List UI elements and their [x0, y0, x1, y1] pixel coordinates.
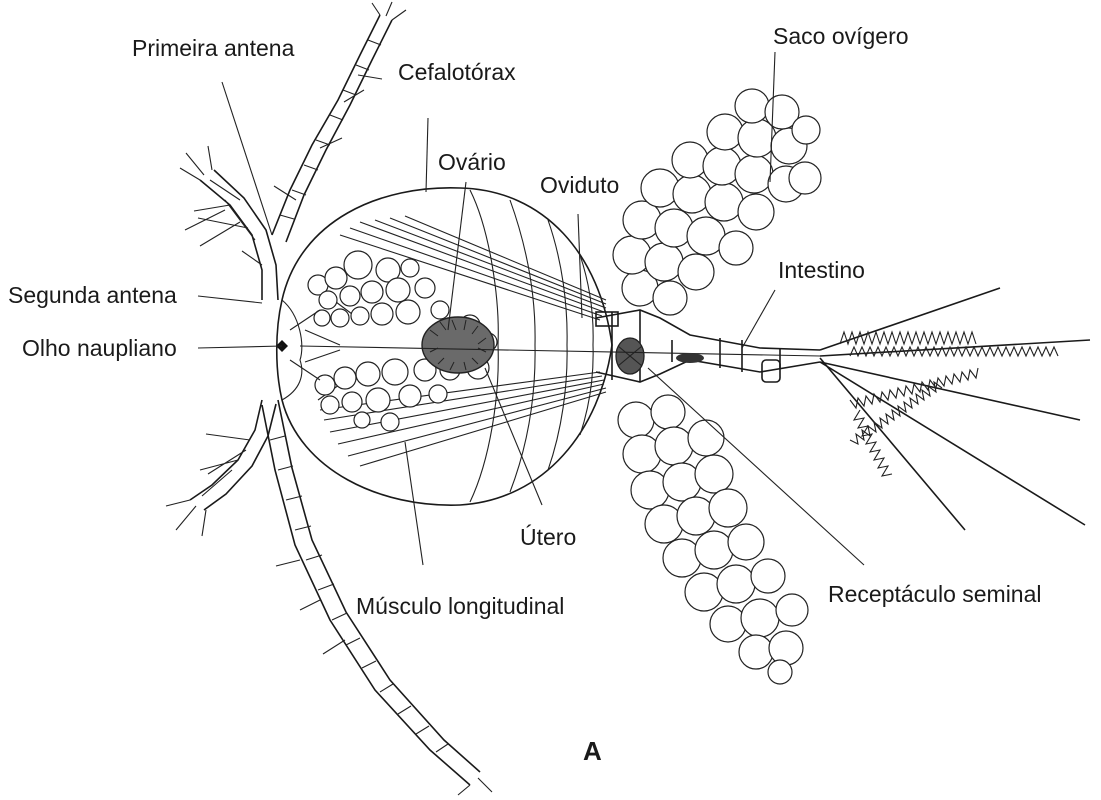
second-antenna-upper — [180, 146, 278, 300]
label-ovario: Ovário — [438, 149, 506, 175]
panel-label: A — [583, 736, 602, 766]
label-olho-naupliano: Olho naupliano — [22, 335, 177, 361]
label-oviduto: Oviduto — [540, 172, 619, 198]
label-segunda-antena: Segunda antena — [8, 282, 177, 308]
label-utero: Útero — [520, 524, 576, 550]
label-receptaculo-seminal: Receptáculo seminal — [828, 581, 1042, 607]
label-primeira-antena: Primeira antena — [132, 35, 295, 61]
second-antenna-lower — [166, 400, 276, 536]
label-intestino: Intestino — [778, 257, 865, 283]
naupliar-eye — [276, 310, 320, 380]
label-saco-ovigero: Saco ovígero — [773, 23, 909, 49]
label-cefalotorax: Cefalotórax — [398, 59, 516, 85]
caudal-setae — [820, 288, 1090, 530]
label-musculo-longitudinal: Músculo longitudinal — [356, 593, 564, 619]
egg-sac-lower — [618, 395, 808, 684]
ovary-mass — [422, 317, 494, 373]
